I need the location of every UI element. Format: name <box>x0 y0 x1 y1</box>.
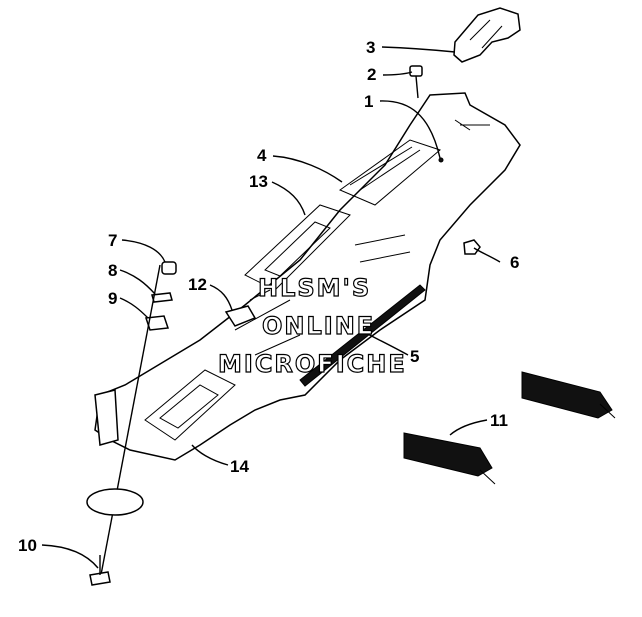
callout-10: 10 <box>18 536 37 555</box>
callout-14: 14 <box>230 457 249 476</box>
callout-5: 5 <box>410 347 419 366</box>
callout-2: 2 <box>367 65 376 84</box>
callout-3: 3 <box>366 38 375 57</box>
oval-washer <box>86 488 144 516</box>
callout-8: 8 <box>108 261 117 280</box>
watermark-line-2: ONLINE <box>262 312 375 340</box>
watermark-line-1: HLSM'S <box>258 274 371 302</box>
part-3-bracket <box>453 7 521 63</box>
callout-6: 6 <box>510 253 519 272</box>
part-1-skid-plate <box>94 92 521 461</box>
callout-13: 13 <box>249 172 268 191</box>
part-10-bolt <box>89 555 111 586</box>
part-2-screw <box>409 65 423 99</box>
watermark-line-3: MICROFICHE <box>218 350 407 378</box>
callout-4: 4 <box>257 146 267 165</box>
callout-9: 9 <box>108 289 117 308</box>
callout-1: 1 <box>364 92 373 111</box>
part-12-clamp <box>224 305 257 327</box>
part-11-grip-strips <box>403 371 616 485</box>
assembly-line <box>99 264 161 581</box>
callout-7: 7 <box>108 231 117 250</box>
part-6-nut <box>463 239 481 255</box>
part-7-cap <box>161 261 177 275</box>
callout-11: 11 <box>490 411 508 430</box>
callout-12: 12 <box>188 275 207 294</box>
leader-lines <box>41 46 501 569</box>
